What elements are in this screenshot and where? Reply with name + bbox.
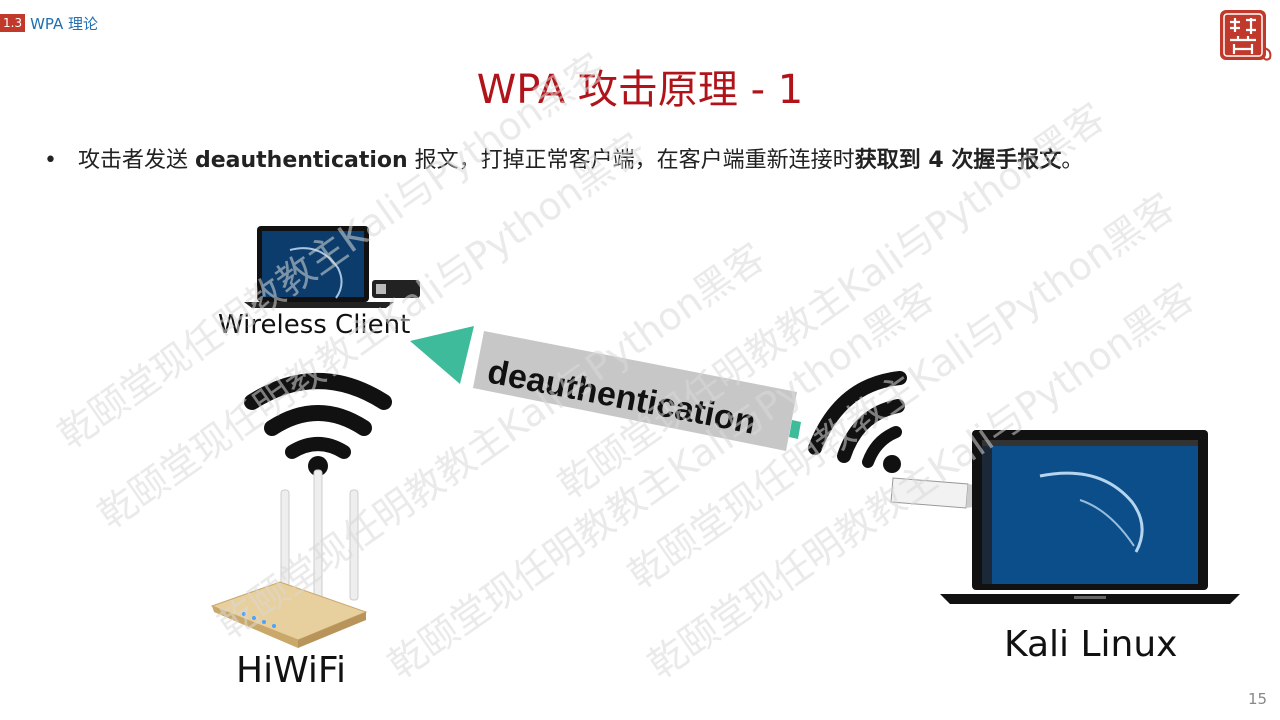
bullet-text-middle: 报文，打掉正常客户端，在客户端重新连接时 xyxy=(407,148,855,173)
bullet-marker: • xyxy=(44,148,78,173)
client-laptop-icon xyxy=(244,226,420,308)
bullet-text-suffix: 。 xyxy=(1061,148,1084,173)
kali-laptop-icon xyxy=(940,430,1240,604)
usb-adapter-icon xyxy=(890,477,982,509)
section-number: 1.3 xyxy=(0,14,26,32)
bullet-bold-deauth: deauthentication xyxy=(194,148,408,173)
seal-logo xyxy=(1220,10,1272,61)
page-number: 15 xyxy=(1248,690,1268,708)
router-label: HiWiFi xyxy=(236,650,346,691)
router-icon xyxy=(210,469,368,648)
bullet-text-prefix: 攻击者发送 xyxy=(77,148,195,173)
attacker-wifi-icon xyxy=(808,371,907,473)
section-title: WPA 理论 xyxy=(30,14,99,33)
section-tag: 1.3 WPA 理论 xyxy=(0,12,98,34)
bullet-bold-handshake: 获取到 4 次握手报文 xyxy=(854,148,1062,173)
arrow-tail xyxy=(789,420,801,439)
attacker-label: Kali Linux xyxy=(1004,624,1178,665)
arrow-head xyxy=(410,326,474,384)
router-wifi-icon xyxy=(244,373,392,476)
slide-title: WPA 攻击原理 - 1 xyxy=(476,67,804,113)
bullet-point: • 攻击者发送 deauthentication 报文，打掉正常客户端，在客户端… xyxy=(44,144,1264,178)
client-label: Wireless Client xyxy=(218,310,411,340)
arrow-body xyxy=(473,331,797,451)
deauth-arrow: deauthentication xyxy=(410,326,801,451)
